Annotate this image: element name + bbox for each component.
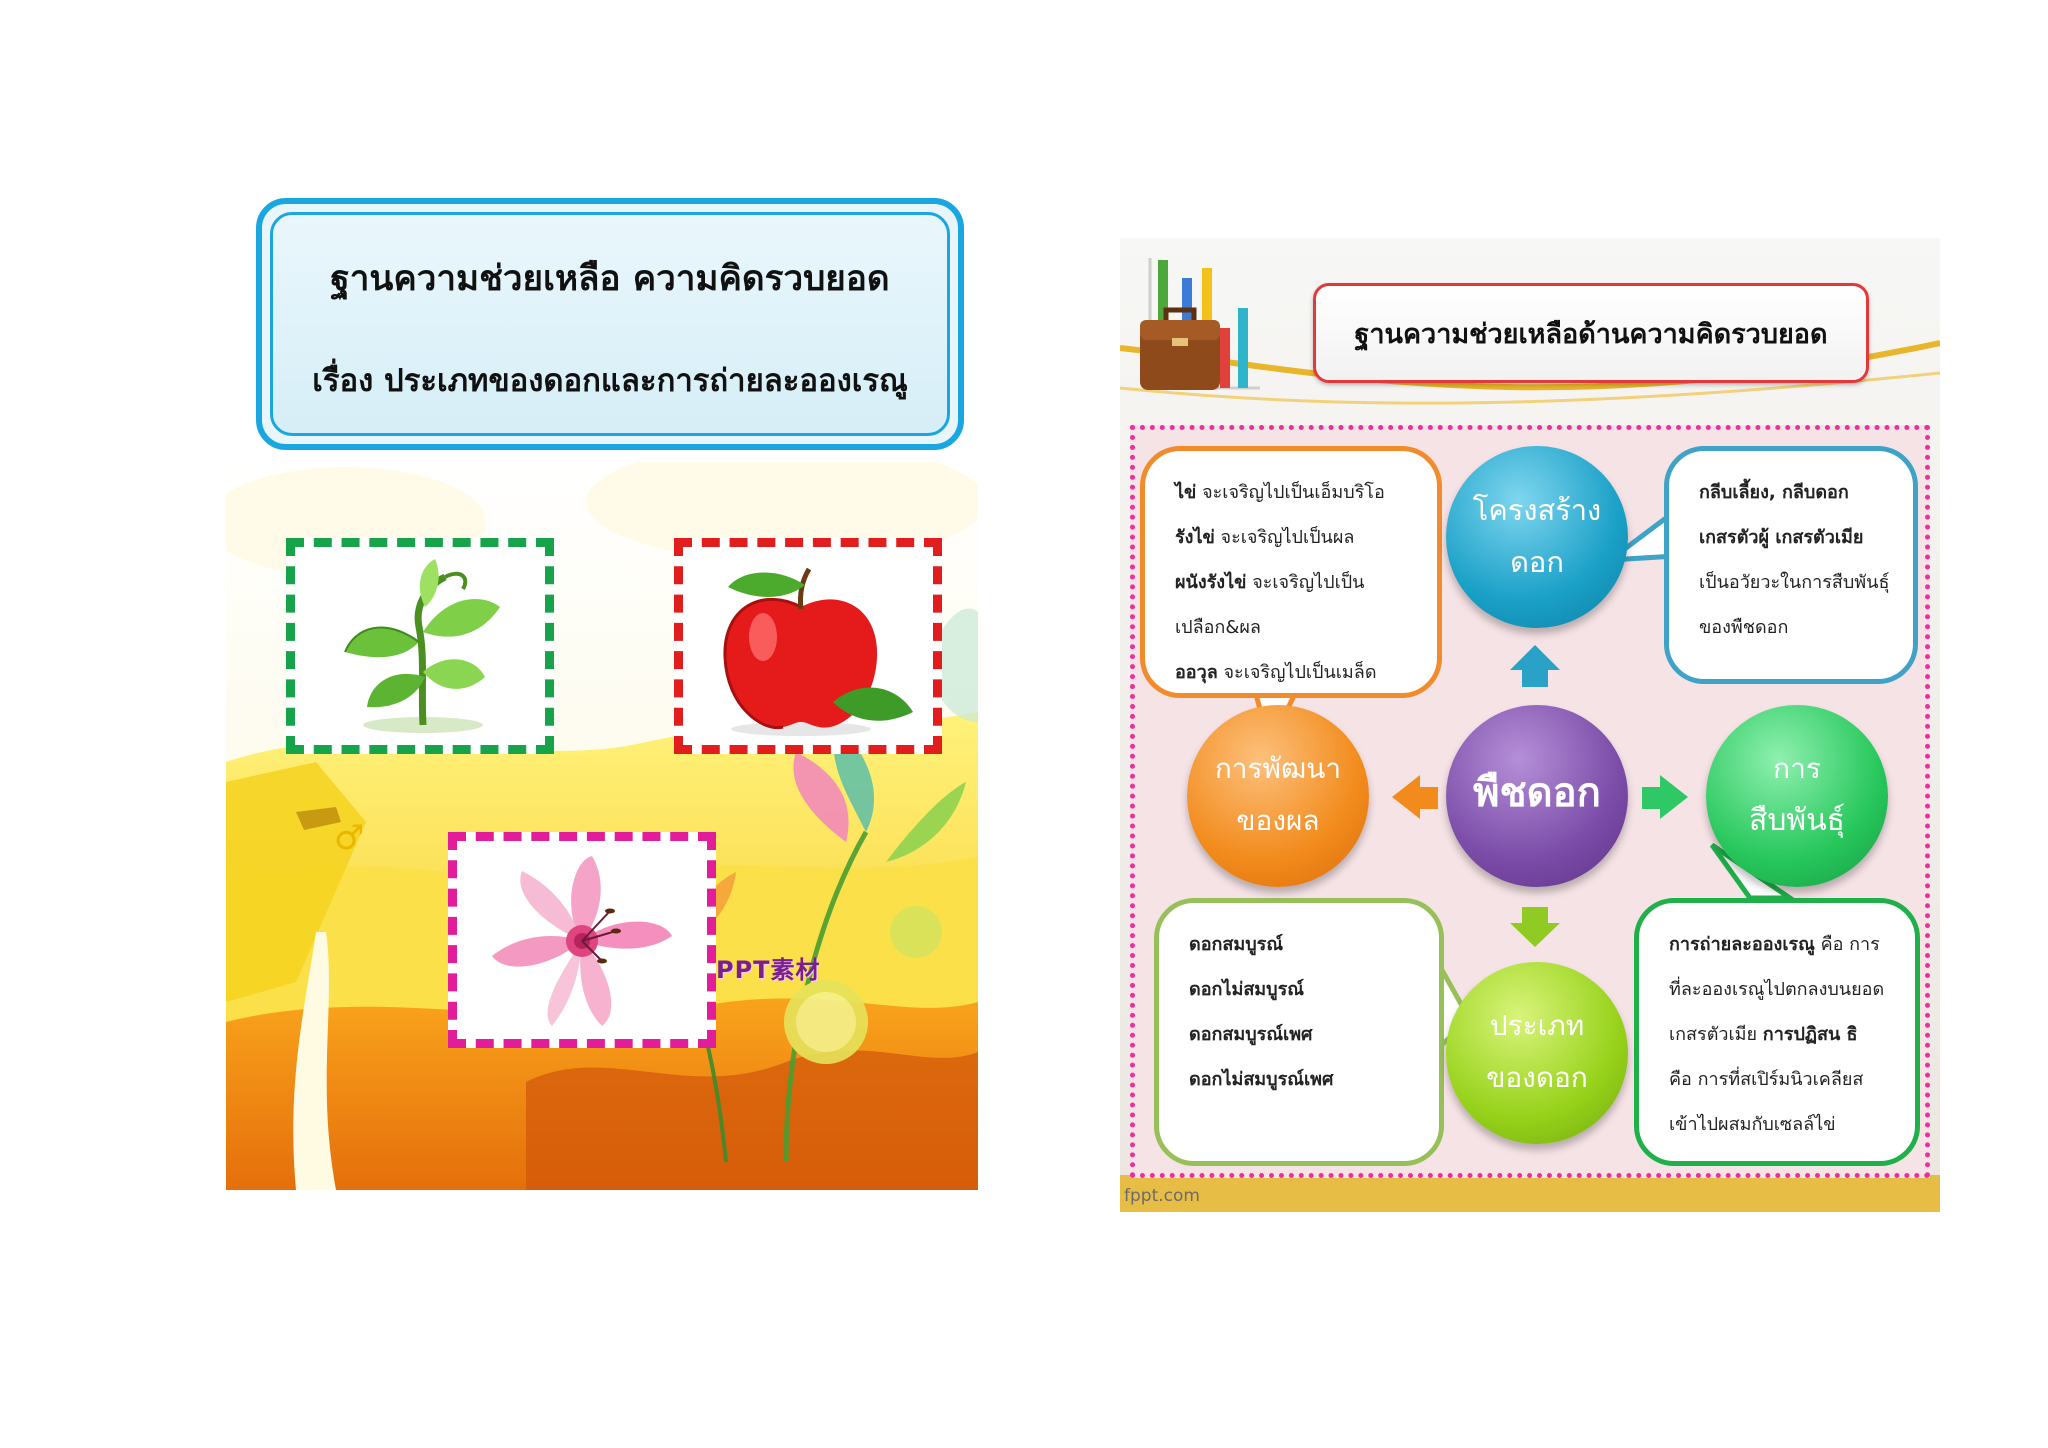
node-label: ดอก	[1510, 545, 1564, 579]
ppt-watermark-text: PPT素材	[716, 956, 821, 984]
flower-structure-node: โครงสร้าง ดอก	[1446, 446, 1628, 628]
left-title-inner-frame: ฐานความช่วยเหลือ ความคิดรวบยอด เรื่อง ปร…	[270, 212, 950, 436]
left-arrow-icon	[1392, 775, 1438, 819]
plant-seedling-icon	[344, 559, 500, 733]
callout-line: การถ่ายละอองเรณู คือ การ	[1669, 934, 1880, 955]
node-label: ของดอก	[1486, 1061, 1588, 1094]
callout-line: รังไข่ จะเจริญไปเป็นผล	[1175, 527, 1355, 548]
callout-line: ไข่ จะเจริญไปเป็นเอ็มบริโอ	[1175, 482, 1385, 503]
flowering-plant-center-node: พืชดอก	[1446, 705, 1628, 887]
callout-line: ของพืชดอก	[1699, 617, 1789, 638]
male-symbol-icon: ♂	[334, 818, 365, 858]
callout-line: ออวุล จะเจริญไปเป็นเมล็ด	[1175, 662, 1377, 683]
down-arrow-icon	[1510, 907, 1560, 947]
callout-line: เข้าไปผสมกับเซลล์ไข่	[1669, 1114, 1836, 1135]
lily-flower-icon	[492, 856, 672, 1026]
callout-line: คือ การที่สเปิร์มนิวเคลียส	[1669, 1069, 1864, 1090]
callout-line: ดอกสมบูรณ์	[1189, 934, 1284, 955]
callout-line: กลีบเลี้ยง, กลีบดอก	[1699, 482, 1849, 503]
node-label: ประเภท	[1489, 1009, 1585, 1042]
node-label: โครงสร้าง	[1472, 493, 1602, 527]
callout-line: ดอกไม่สมบูรณ์เพศ	[1189, 1069, 1334, 1090]
right-title-box: ฐานความช่วยเหลือด้านความคิดรวบยอด	[1313, 283, 1869, 383]
callout-line: ที่ละอองเรณูไปตกลงบนยอด	[1669, 979, 1885, 1000]
apple-icon	[723, 567, 913, 736]
left-title-heading: ฐานความช่วยเหลือ ความคิดรวบยอด	[330, 259, 890, 299]
node-label: สืบพันธุ์	[1749, 803, 1845, 838]
reproduction-node: การ สืบพันธุ์	[1706, 705, 1888, 887]
center-node-label: พืชดอก	[1473, 769, 1601, 816]
callout-line: เปลือก&ผล	[1175, 617, 1261, 638]
node-label: การ	[1773, 752, 1821, 785]
callout-line: ดอกสมบูรณ์เพศ	[1189, 1024, 1313, 1045]
left-title-subheading: เรื่อง ประเภทของดอกและการถ่ายละอองเรณู	[312, 363, 908, 399]
callout-line: เกสรตัวเมีย การปฏิสน ธิ	[1669, 1024, 1858, 1045]
reproduction-callout: การถ่ายละอองเรณู คือ การ ที่ละอองเรณูไปต…	[1634, 898, 1920, 1166]
node-label: การพัฒนา	[1214, 752, 1342, 785]
fruit-development-callout: ไข่ จะเจริญไปเป็นเอ็มบริโอ รังไข่ จะเจริ…	[1140, 446, 1442, 698]
callout-line: เป็นอวัยวะในการสืบพันธุ์	[1699, 572, 1890, 593]
fruit-development-node: การพัฒนา ของผล	[1187, 705, 1369, 887]
callout-line: เกสรตัวผู้ เกสรตัวเมีย	[1699, 527, 1864, 548]
left-title-box: ฐานความช่วยเหลือ ความคิดรวบยอด เรื่อง ปร…	[256, 198, 964, 450]
right-title-text: ฐานความช่วยเหลือด้านความคิดรวบยอด	[1354, 319, 1828, 350]
plant-image-frame	[286, 538, 554, 754]
briefcase-chart-icon	[1140, 258, 1260, 390]
callout-line: ดอกไม่สมบูรณ์	[1189, 979, 1304, 1000]
flower-image-frame	[448, 832, 716, 1048]
flower-types-callout: ดอกสมบูรณ์ ดอกไม่สมบูรณ์ ดอกสมบูรณ์เพศ ด…	[1154, 898, 1444, 1166]
up-arrow-icon	[1510, 645, 1560, 687]
callout-line: ผนังรังไข่ จะเจริญไปเป็น	[1175, 572, 1365, 593]
fppt-footer-label: fppt.com	[1124, 1186, 1200, 1206]
flower-types-node: ประเภท ของดอก	[1446, 962, 1628, 1144]
right-arrow-icon	[1642, 775, 1688, 819]
flower-structure-callout: กลีบเลี้ยง, กลีบดอก เกสรตัวผู้ เกสรตัวเม…	[1664, 446, 1918, 684]
node-label: ของผล	[1236, 804, 1320, 837]
apple-image-frame	[674, 538, 942, 754]
